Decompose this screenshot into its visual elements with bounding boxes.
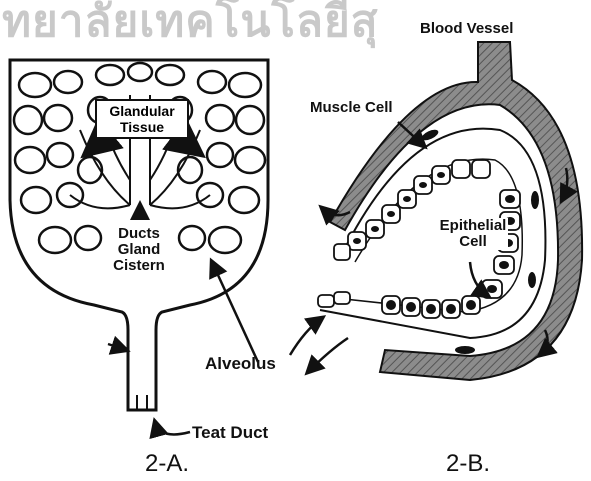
blood-vessel-label: Blood Vessel: [420, 21, 513, 37]
alveolus-diagram: [290, 42, 582, 380]
alveolus-arrow-b2: [308, 338, 348, 372]
muscle-cell-label: Muscle Cell: [310, 100, 393, 116]
cistern-arrow: [108, 344, 126, 350]
alveolus-arrow-b1: [290, 318, 322, 355]
ducts-gland-cistern-label: Ducts Gland Cistern: [104, 226, 174, 273]
teat-duct-arrow: [155, 422, 190, 434]
figure-2b-label: 2-B.: [446, 451, 490, 476]
glandular-tissue-label: Glandular Tissue: [95, 99, 189, 139]
epithelial-cell-label: Epithelial Cell: [438, 218, 508, 250]
figure-2a-label: 2-A.: [145, 451, 189, 476]
alveolus-label: Alveolus: [205, 355, 276, 373]
teat-duct-label: Teat Duct: [192, 424, 268, 442]
